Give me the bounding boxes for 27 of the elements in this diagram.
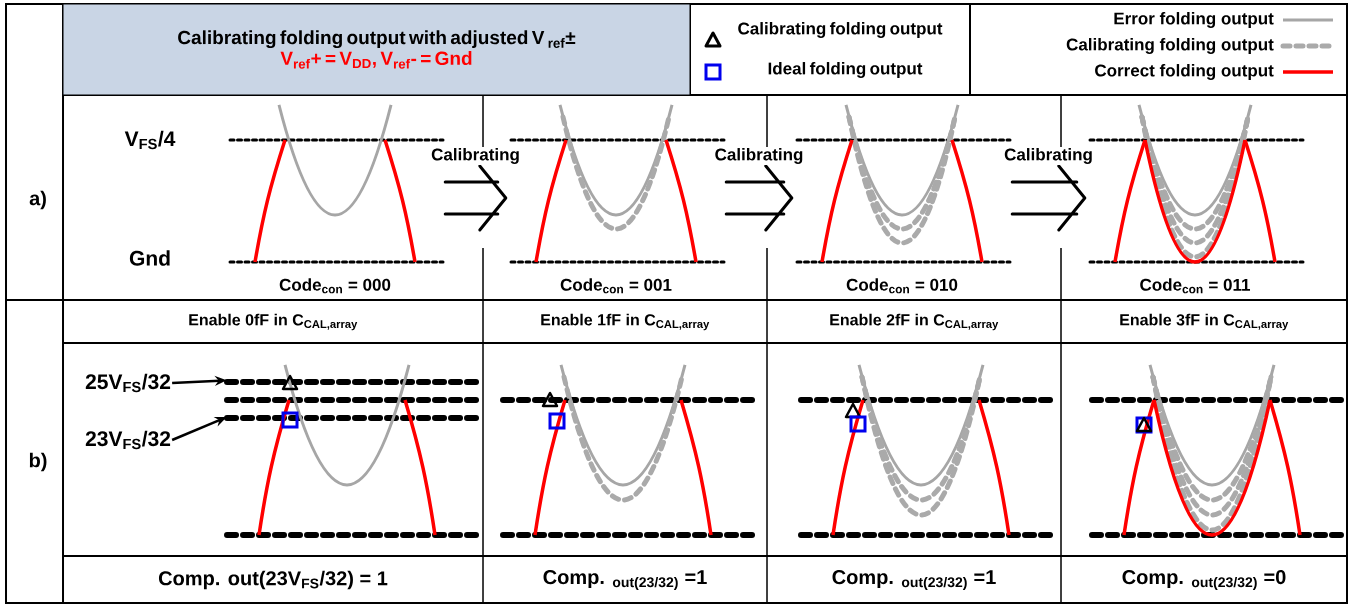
result-text: Comp. out(23V$_{FS}$/32) = 1 [158, 570, 388, 590]
row-label: b) [29, 452, 47, 472]
double-arrow [724, 164, 794, 232]
level-label: 23V$_{FS}$/32 [85, 430, 171, 450]
legend-text: Error folding output [1114, 12, 1274, 28]
legend-text: Calibrating folding output [1066, 38, 1274, 54]
result-text: Comp. $_{out(23/32)}$ =1 [832, 570, 996, 590]
legend-text: Calibrating folding output [738, 22, 943, 38]
header-box: Calibrating folding output with adjusted V $_{ref}$± V$_{ref}$+ = V$_{DD}$, V$_{ref}$- = Gnd [63, 4, 690, 95]
level-label: V$_{FS}$/4 [124, 130, 176, 150]
level-label: Gnd [129, 250, 170, 266]
edge-label: Calibrating [1003, 147, 1094, 165]
edge-label: Calibrating [713, 147, 805, 165]
column-heading: Enable 2fF in C$_{CAL,array}$ [830, 313, 999, 331]
row-label: a) [29, 190, 46, 210]
result-text: Comp. $_{out(23/32)}$ =1 [543, 570, 707, 590]
double-arrow [1010, 164, 1087, 232]
double-arrow [443, 164, 508, 232]
column-heading: Enable 0fF in C$_{CAL,array}$ [189, 313, 358, 331]
legend-text: Correct folding output [1095, 64, 1274, 80]
result-text: Comp. $_{out(23/32)}$ =0 [1122, 570, 1286, 590]
legend-text: Ideal folding output [768, 62, 923, 78]
edge-label: Calibrating [430, 147, 521, 165]
level-label: 25V$_{FS}$/32 [85, 373, 171, 393]
column-heading: Enable 1fF in C$_{CAL,array}$ [541, 313, 710, 331]
folding-plot-drawing [224, 364, 480, 538]
column-heading: Enable 3fF in C$_{CAL,array}$ [1120, 313, 1289, 331]
